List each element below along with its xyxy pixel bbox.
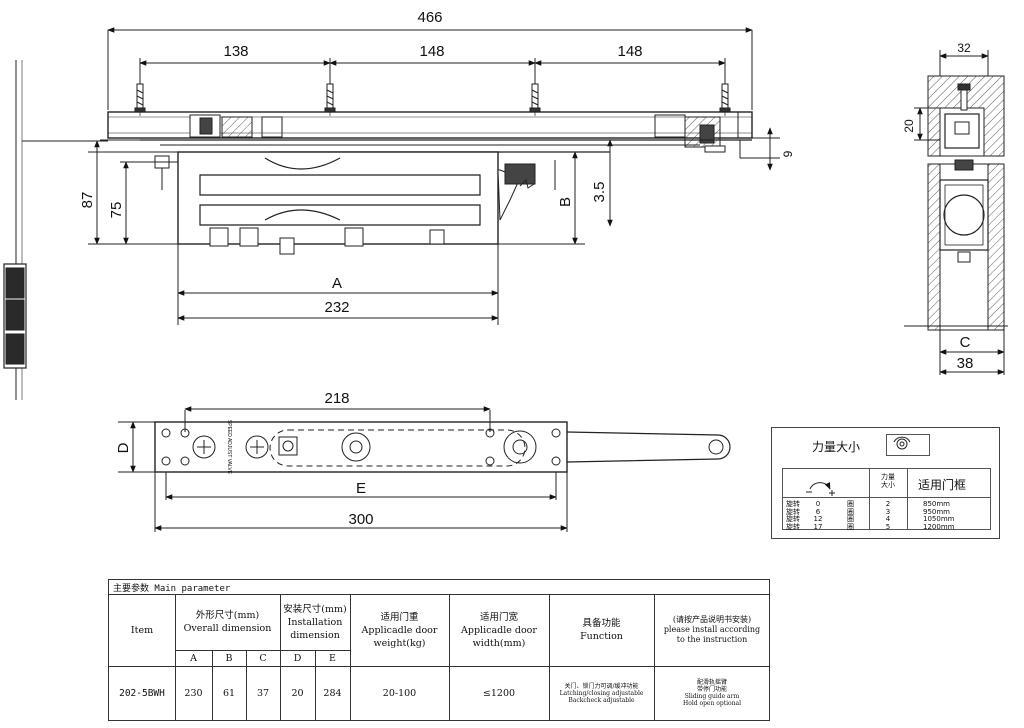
door-closer-body [154,151,556,255]
param-header-function: 具备功能 Function [580,618,623,642]
dim-side-width: 32 [957,41,971,55]
dim-overall-length: 466 [417,9,442,26]
param-header-d: D [293,652,302,664]
force-row-dir: 旋转 [786,500,800,508]
main-parameter-table: 主要参数 Main parameter Item 外形尺寸(mm) Overal… [108,579,770,721]
param-row-e: 284 [323,687,342,699]
dim-gap-35: 3.5 [591,182,608,203]
dim-plan-label-d: D [115,442,132,453]
param-header-item: Item [130,624,154,636]
param-row-b: 61 [222,687,236,699]
param-header-install: 安装尺寸(mm) Installation dimension [283,603,347,641]
dim-plan-300: 300 [348,511,373,528]
dim-spacing-2: 148 [419,43,444,60]
force-adjust-icon [893,436,911,450]
dim-body-length: 232 [324,299,349,316]
force-row-width: 950mm [923,507,950,516]
dim-side-height: 20 [902,119,916,133]
force-col-frame: 适用门框 [918,478,967,492]
force-row-force: 5 [885,522,891,531]
force-row-force: 4 [885,515,891,523]
force-table-grid: 力量 大小 适用门框 旋转 0 圈 2 850mm 旋转 6 圈 3 950mm 旋转 12 圈 4 105… [782,468,991,531]
force-row-dir: 旋转 [786,522,800,531]
param-row-weight: 20-100 [382,687,417,699]
param-row-note: 配滑轨摇臂 带停门功能 Sliding guide arm Hold open … [682,679,742,707]
force-row-force: 3 [885,507,891,516]
param-row-function: 关门、锁门力可调/缓冲功能 Latching/closing adjustabl… [559,682,644,704]
param-row-item: 202-5BWH [119,687,165,699]
dim-gap-9: 9 [781,150,795,157]
force-row-width: 850mm [923,500,950,508]
dim-label-a: A [332,275,342,292]
rotation-arrow-icon [806,482,835,496]
dim-height-87: 87 [79,192,96,209]
dim-spacing-1: 138 [223,43,248,60]
force-row-turns: 17 [813,522,823,531]
force-row-width: 1050mm [923,515,955,523]
force-table-title: 力量大小 [812,440,861,454]
param-header-a: A [190,652,197,664]
param-row-a: 230 [184,687,203,699]
param-header-b: B [225,652,233,664]
force-row-unit: 圈 [847,522,854,531]
force-row-dir: 旋转 [786,507,800,516]
param-header-note: (请按产品说明书安装) please install according to … [663,615,761,644]
dim-label-b: B [557,197,574,207]
param-row-d: 20 [291,687,304,699]
plan-view [118,406,731,532]
param-header-width: 适用门宽 Applicadle door width(mm) [461,611,537,649]
force-row-turns: 12 [813,515,823,523]
plan-valve-label: SPEED ADJUST VALVE [226,420,232,475]
param-header-overall: 外形尺寸(mm) Overall dimension [183,610,272,634]
param-header-weight: 适用门重 Applicadle door weight(kg) [361,611,438,649]
force-row-unit: 圈 [847,500,854,508]
force-row-unit: 圈 [847,507,854,516]
param-table-title: 主要参数 Main parameter [113,584,231,594]
force-row-turns: 0 [815,500,821,508]
force-icon-box [886,434,930,456]
force-col-force: 力量 大小 [881,473,895,489]
param-row-width: ≤1200 [482,687,516,699]
dim-side-label-c: C [960,334,971,351]
dim-height-75: 75 [108,202,125,219]
dim-plan-218: 218 [324,390,349,407]
dim-side-width-38: 38 [957,355,974,372]
door-edge [3,60,108,400]
body-dimensions [88,139,613,325]
force-row-width: 1200mm [923,522,955,531]
force-row-dir: 旋转 [786,515,800,523]
slide-rail [100,111,780,171]
dim-spacing-3: 148 [617,43,642,60]
param-row-c: 37 [256,687,270,699]
param-header-c: C [259,652,267,664]
force-row-force: 2 [885,500,891,508]
dim-plan-label-e: E [356,480,366,497]
force-row-unit: 圈 [847,515,854,523]
param-header-e: E [329,652,336,664]
mounting-screws [134,83,731,113]
force-row-turns: 6 [815,507,821,516]
force-size-table: 力量大小 力量 大小 适用门框 旋转 0 圈 2 850mm 旋转 6 圈 3 950mm 旋转 12… [771,427,1000,539]
side-section-view [904,50,1008,375]
